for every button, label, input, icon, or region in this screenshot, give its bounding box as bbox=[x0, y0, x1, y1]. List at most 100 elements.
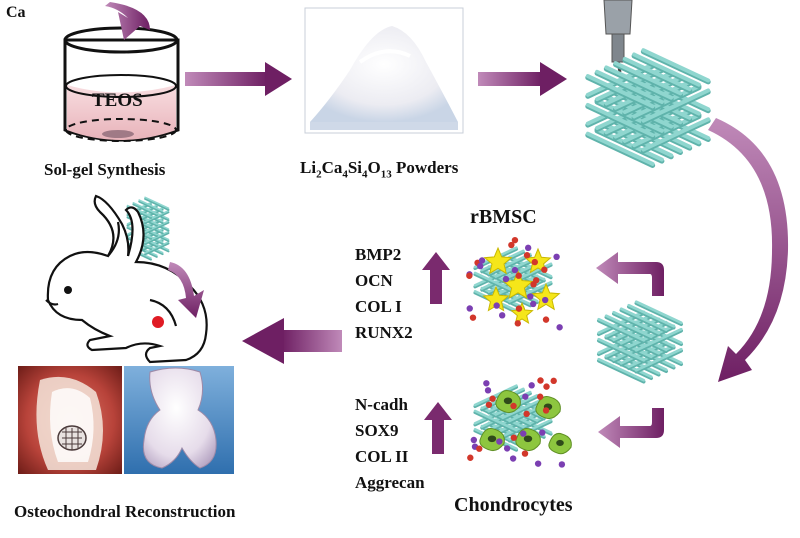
red-particle bbox=[550, 377, 557, 385]
red-particle bbox=[467, 454, 474, 461]
purple-particle bbox=[524, 244, 532, 252]
red-particle bbox=[521, 450, 529, 457]
purple-particle bbox=[530, 300, 537, 308]
scaffold-rod-shadow bbox=[144, 232, 170, 245]
scaffold-rod-shadow bbox=[473, 410, 519, 434]
beaker-icon bbox=[63, 26, 180, 142]
red-particle bbox=[541, 266, 548, 273]
surgery-photo bbox=[18, 366, 122, 474]
purple-particle bbox=[539, 429, 546, 436]
red-particle bbox=[476, 445, 483, 452]
purple-particle bbox=[477, 262, 484, 270]
scaffold-rod bbox=[595, 69, 664, 104]
scaffold-rod-shadow bbox=[473, 385, 519, 409]
printer-nozzle-icon bbox=[603, 0, 633, 73]
powder-ca-sub: 4 bbox=[342, 168, 348, 181]
scaffold-rod-shadow bbox=[487, 253, 532, 277]
scaffold-rod bbox=[597, 357, 646, 382]
powder-photo bbox=[304, 7, 464, 134]
scaffold-rod bbox=[613, 61, 683, 96]
ca-label: Ca bbox=[6, 4, 26, 21]
scaffold-rod bbox=[138, 199, 164, 212]
red-particle bbox=[542, 316, 550, 323]
red-particle bbox=[543, 383, 550, 390]
scaffold-rod bbox=[473, 384, 518, 407]
powder-li-sub: 2 bbox=[316, 168, 322, 181]
red-particle bbox=[485, 401, 493, 408]
stem-cell-icon bbox=[510, 301, 534, 324]
ca-input-arrow bbox=[105, 2, 150, 40]
red-particle bbox=[510, 434, 518, 441]
rabbit-illustration bbox=[45, 194, 208, 364]
teos-label: TEOS bbox=[92, 90, 143, 111]
red-particle bbox=[536, 393, 544, 400]
scaffold-rod bbox=[597, 317, 646, 342]
purple-particle bbox=[484, 387, 492, 394]
scaffold-rod-shadow bbox=[144, 242, 170, 256]
arrow-powder-to-scaffold bbox=[478, 62, 567, 96]
red-particle bbox=[531, 258, 538, 266]
purple-particle bbox=[502, 275, 510, 283]
arrow-to-chondrocytes bbox=[598, 408, 664, 448]
upregulation-arrow-cartilage bbox=[424, 402, 452, 454]
purple-particle bbox=[509, 455, 517, 462]
purple-particle bbox=[478, 257, 486, 264]
scaffold-rod bbox=[604, 65, 674, 100]
implant-arrow bbox=[168, 262, 204, 318]
scaffold-rod bbox=[634, 347, 683, 372]
red-particle bbox=[523, 410, 530, 418]
marker-cart-1: N-cadh bbox=[355, 395, 408, 414]
purple-particle bbox=[558, 461, 566, 468]
red-particle bbox=[511, 236, 519, 244]
cell-nucleus bbox=[556, 439, 564, 446]
sol-gel-label: Sol-gel Synthesis bbox=[44, 160, 166, 179]
printed-scaffold-top bbox=[585, 48, 711, 168]
arrow-to-rbmsc bbox=[596, 252, 664, 296]
powder-o-sub: 13 bbox=[380, 168, 392, 181]
red-particle bbox=[532, 277, 540, 284]
red-particle bbox=[515, 305, 523, 312]
purple-particle bbox=[496, 438, 503, 445]
red-particle bbox=[489, 395, 496, 402]
scaffold-rod bbox=[641, 48, 711, 83]
scaffold-rod bbox=[634, 327, 683, 352]
red-particle bbox=[542, 407, 550, 414]
scaffold-rod bbox=[501, 397, 546, 420]
purple-particle bbox=[498, 312, 506, 319]
scaffold-rod-shadow bbox=[132, 203, 158, 217]
marker-bone-4: RUNX2 bbox=[355, 323, 413, 342]
powder-label: Li2Ca4Si4O13 Powders bbox=[300, 158, 458, 180]
scaffold-rod bbox=[597, 337, 646, 362]
red-particle bbox=[466, 272, 473, 279]
scaffold-rod bbox=[473, 271, 518, 294]
marker-bone-1: BMP2 bbox=[355, 245, 402, 264]
powder-word: Powders bbox=[391, 158, 459, 177]
curved-arrow-right bbox=[708, 118, 789, 382]
powder-si: Si bbox=[347, 158, 363, 177]
scaffold-chondrocytes bbox=[467, 377, 572, 468]
femur-photo bbox=[124, 366, 234, 474]
scaffold-rod bbox=[627, 303, 676, 328]
red-particle bbox=[514, 320, 521, 327]
powder-si-sub: 4 bbox=[362, 168, 368, 181]
scaffold-rod-shadow bbox=[507, 281, 553, 305]
scaffold-rod bbox=[132, 202, 158, 215]
scaffold-rod bbox=[473, 409, 518, 432]
red-particle bbox=[515, 272, 522, 279]
red-particle bbox=[523, 252, 531, 259]
purple-particle bbox=[528, 382, 535, 389]
scaffold-rod-shadow bbox=[473, 272, 519, 296]
rbmsc-label: rBMSC bbox=[470, 206, 537, 228]
purple-particle bbox=[470, 436, 478, 444]
purple-particle bbox=[556, 324, 563, 331]
purple-particle bbox=[493, 302, 500, 309]
upregulation-arrow-bone bbox=[422, 252, 450, 304]
scaffold-rod bbox=[144, 196, 170, 210]
red-particle bbox=[469, 314, 477, 321]
scaffold-rod bbox=[619, 307, 668, 332]
scaffold-rod bbox=[612, 310, 661, 335]
scaffold-rod bbox=[604, 314, 653, 339]
marker-cart-4: Aggrecan bbox=[355, 473, 425, 492]
cell-nucleus bbox=[503, 397, 513, 405]
cell-nucleus bbox=[523, 435, 533, 443]
